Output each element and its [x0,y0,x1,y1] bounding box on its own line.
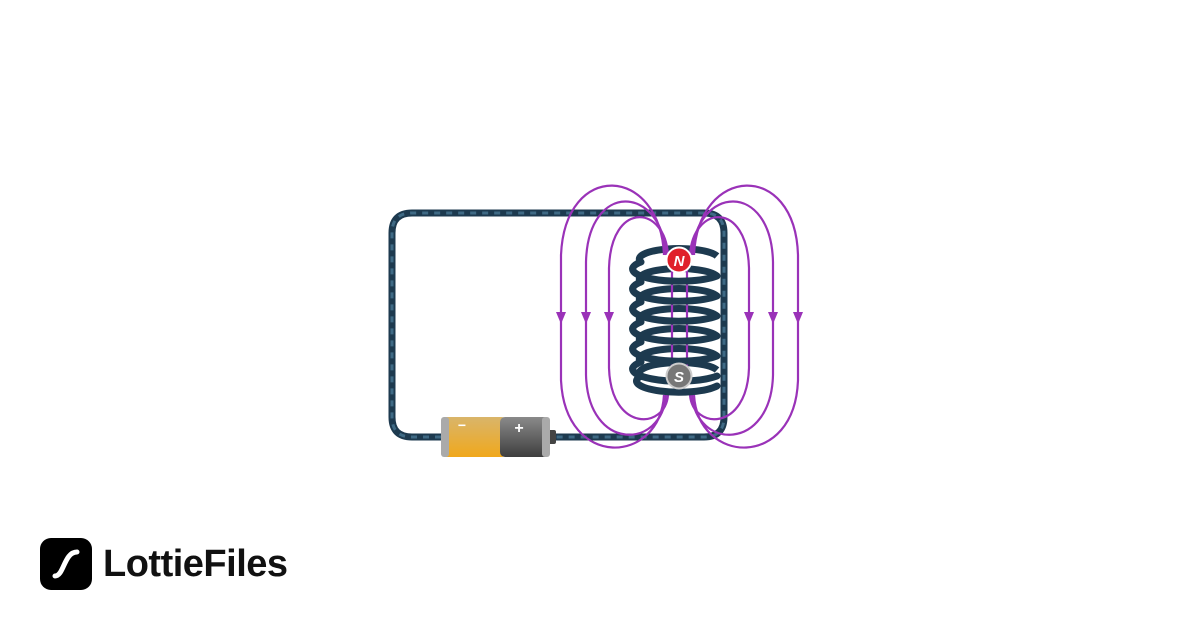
lottiefiles-logo-icon [40,538,92,590]
field-arrows [556,312,803,324]
field-line-right-middle [690,200,775,436]
coil-turn [629,258,721,285]
coil-turn [629,278,721,305]
arrow-icon [604,312,614,324]
south-label: S [674,369,684,386]
brand-name: LottieFiles [103,542,288,585]
arrow-icon [581,312,591,324]
arrow-icon [793,312,803,324]
arrow-icon [744,312,754,324]
south-pole: S [665,362,693,390]
lottiefiles-logo[interactable]: LottieFiles [40,538,288,590]
north-pole: N [665,246,693,274]
coil-turn [629,298,721,325]
battery-negative-label: − [458,417,466,433]
coil-turn [629,318,721,345]
coil-turn [633,372,721,396]
north-label: N [674,253,686,270]
field-line-left-middle [584,200,668,436]
magnetic-field-lines [559,184,800,449]
coil-turn [629,338,721,365]
battery-positive-label: + [514,420,523,437]
arrow-icon [768,312,778,324]
battery: − + [441,417,556,457]
field-line-left-outer [559,184,666,449]
field-line-right-inner [688,216,751,421]
arrow-icon [556,312,566,324]
field-line-left-inner [607,216,670,421]
coil [629,258,721,396]
coil-turn [629,358,721,385]
